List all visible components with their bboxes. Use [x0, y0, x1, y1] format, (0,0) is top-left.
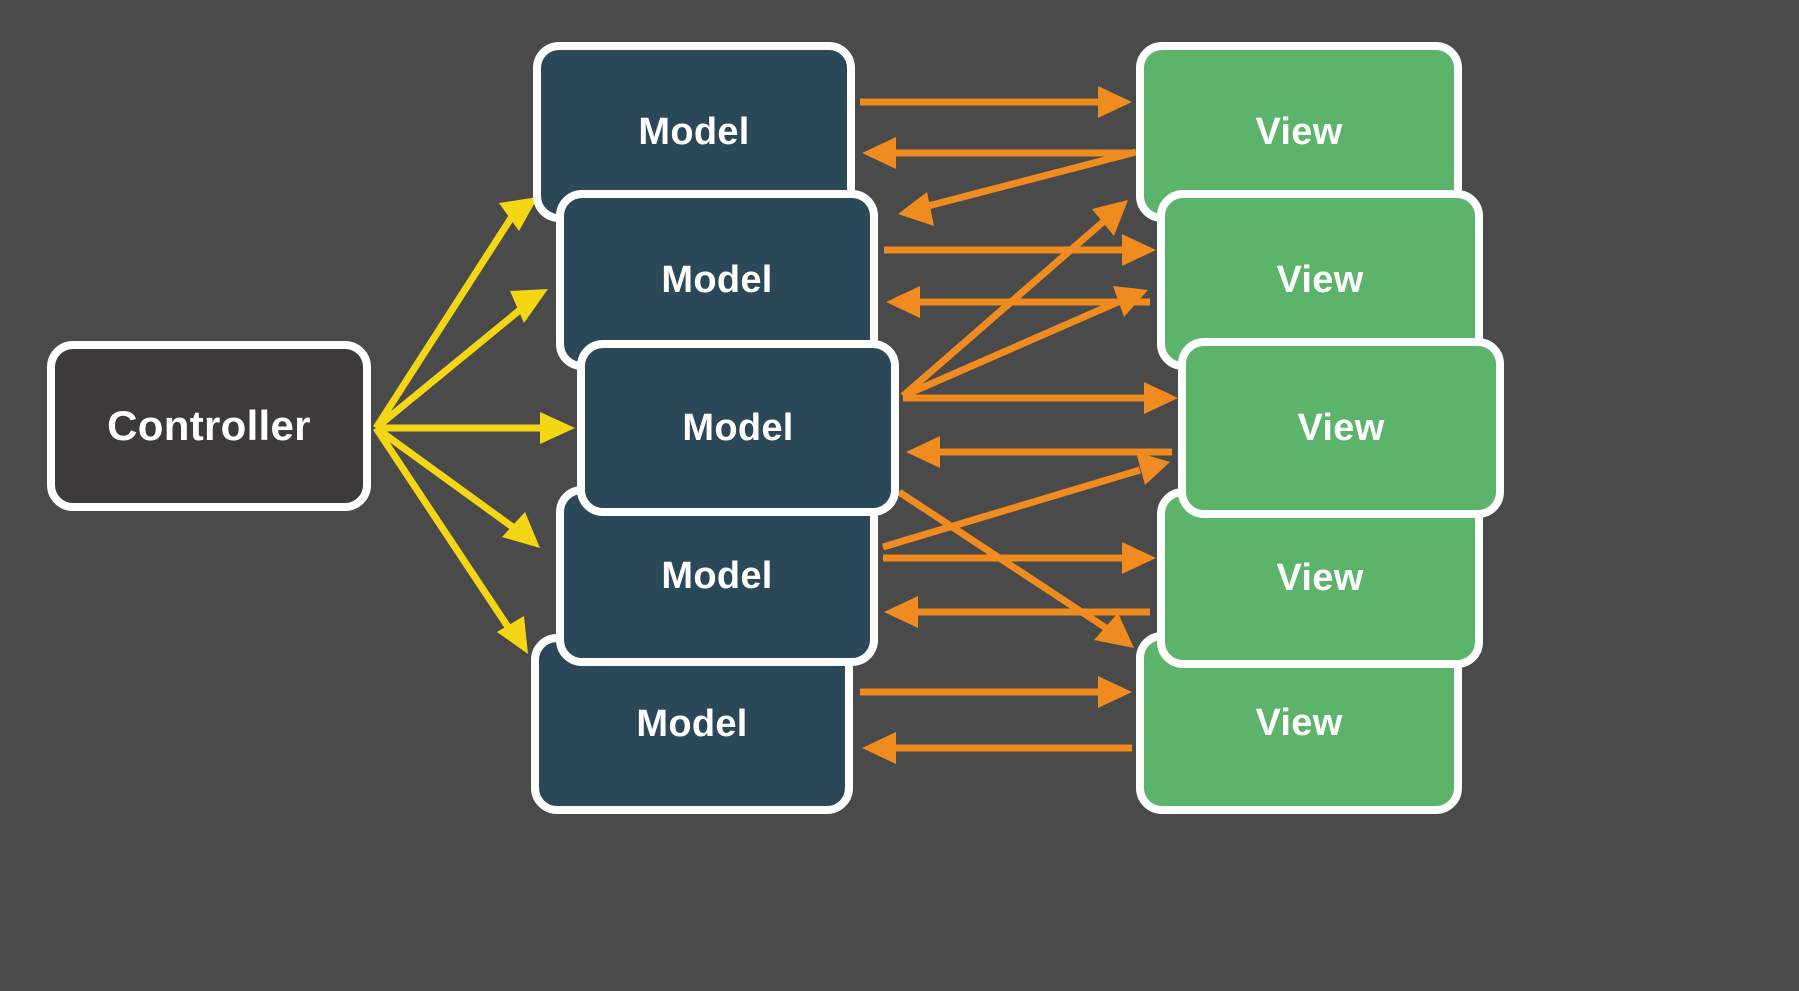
view-label-2: View: [1276, 258, 1364, 301]
model-label-2: Model: [661, 258, 773, 301]
model-label-1: Model: [638, 110, 750, 153]
model-4-to-view-4-arrow: [883, 542, 1156, 574]
model-view-edges: [860, 86, 1178, 764]
view-label-1: View: [1255, 110, 1343, 153]
model-3-to-view-1-arrow: [900, 200, 1128, 399]
model-4-to-view-3-arrow: [881, 452, 1170, 551]
controller-to-model-1-arrow: [373, 197, 538, 430]
model-3-to-view-3-arrow: [903, 382, 1178, 414]
view-label-5: View: [1255, 701, 1343, 744]
controller-to-model-2-arrow: [373, 289, 548, 431]
model-5-to-view-5-arrow: [860, 676, 1132, 708]
controller-node[interactable]: Controller: [47, 341, 371, 511]
view-4-to-model-4-arrow: [884, 596, 1150, 628]
controller-to-model-4-arrow: [373, 425, 540, 548]
model-label-4: Model: [661, 554, 773, 597]
view-label-3: View: [1297, 406, 1385, 449]
view-1-to-model-1-arrow: [862, 137, 1132, 169]
view-1-to-model-2-arrow: [898, 148, 1137, 226]
view-label-4: View: [1276, 556, 1364, 599]
model-3-to-view-5-arrow: [897, 489, 1134, 648]
view-3-to-model-3-arrow: [906, 436, 1172, 468]
controller-to-model-5-arrow: [373, 426, 528, 654]
controller-label: Controller: [107, 402, 311, 449]
controller-to-model-3-arrow: [376, 412, 575, 444]
model-label-5: Model: [636, 702, 748, 745]
controller-to-model-edges: [373, 197, 575, 654]
model-2-to-view-2-arrow: [884, 234, 1156, 266]
model-3-to-view-2-arrow: [901, 286, 1148, 400]
view-node-3[interactable]: View: [1178, 338, 1504, 518]
model-1-to-view-1-arrow: [860, 86, 1132, 118]
model-node-3[interactable]: Model: [577, 340, 899, 516]
view-5-to-model-5-arrow: [862, 732, 1132, 764]
model-label-3: Model: [682, 406, 794, 449]
view-node-4[interactable]: View: [1157, 488, 1483, 668]
